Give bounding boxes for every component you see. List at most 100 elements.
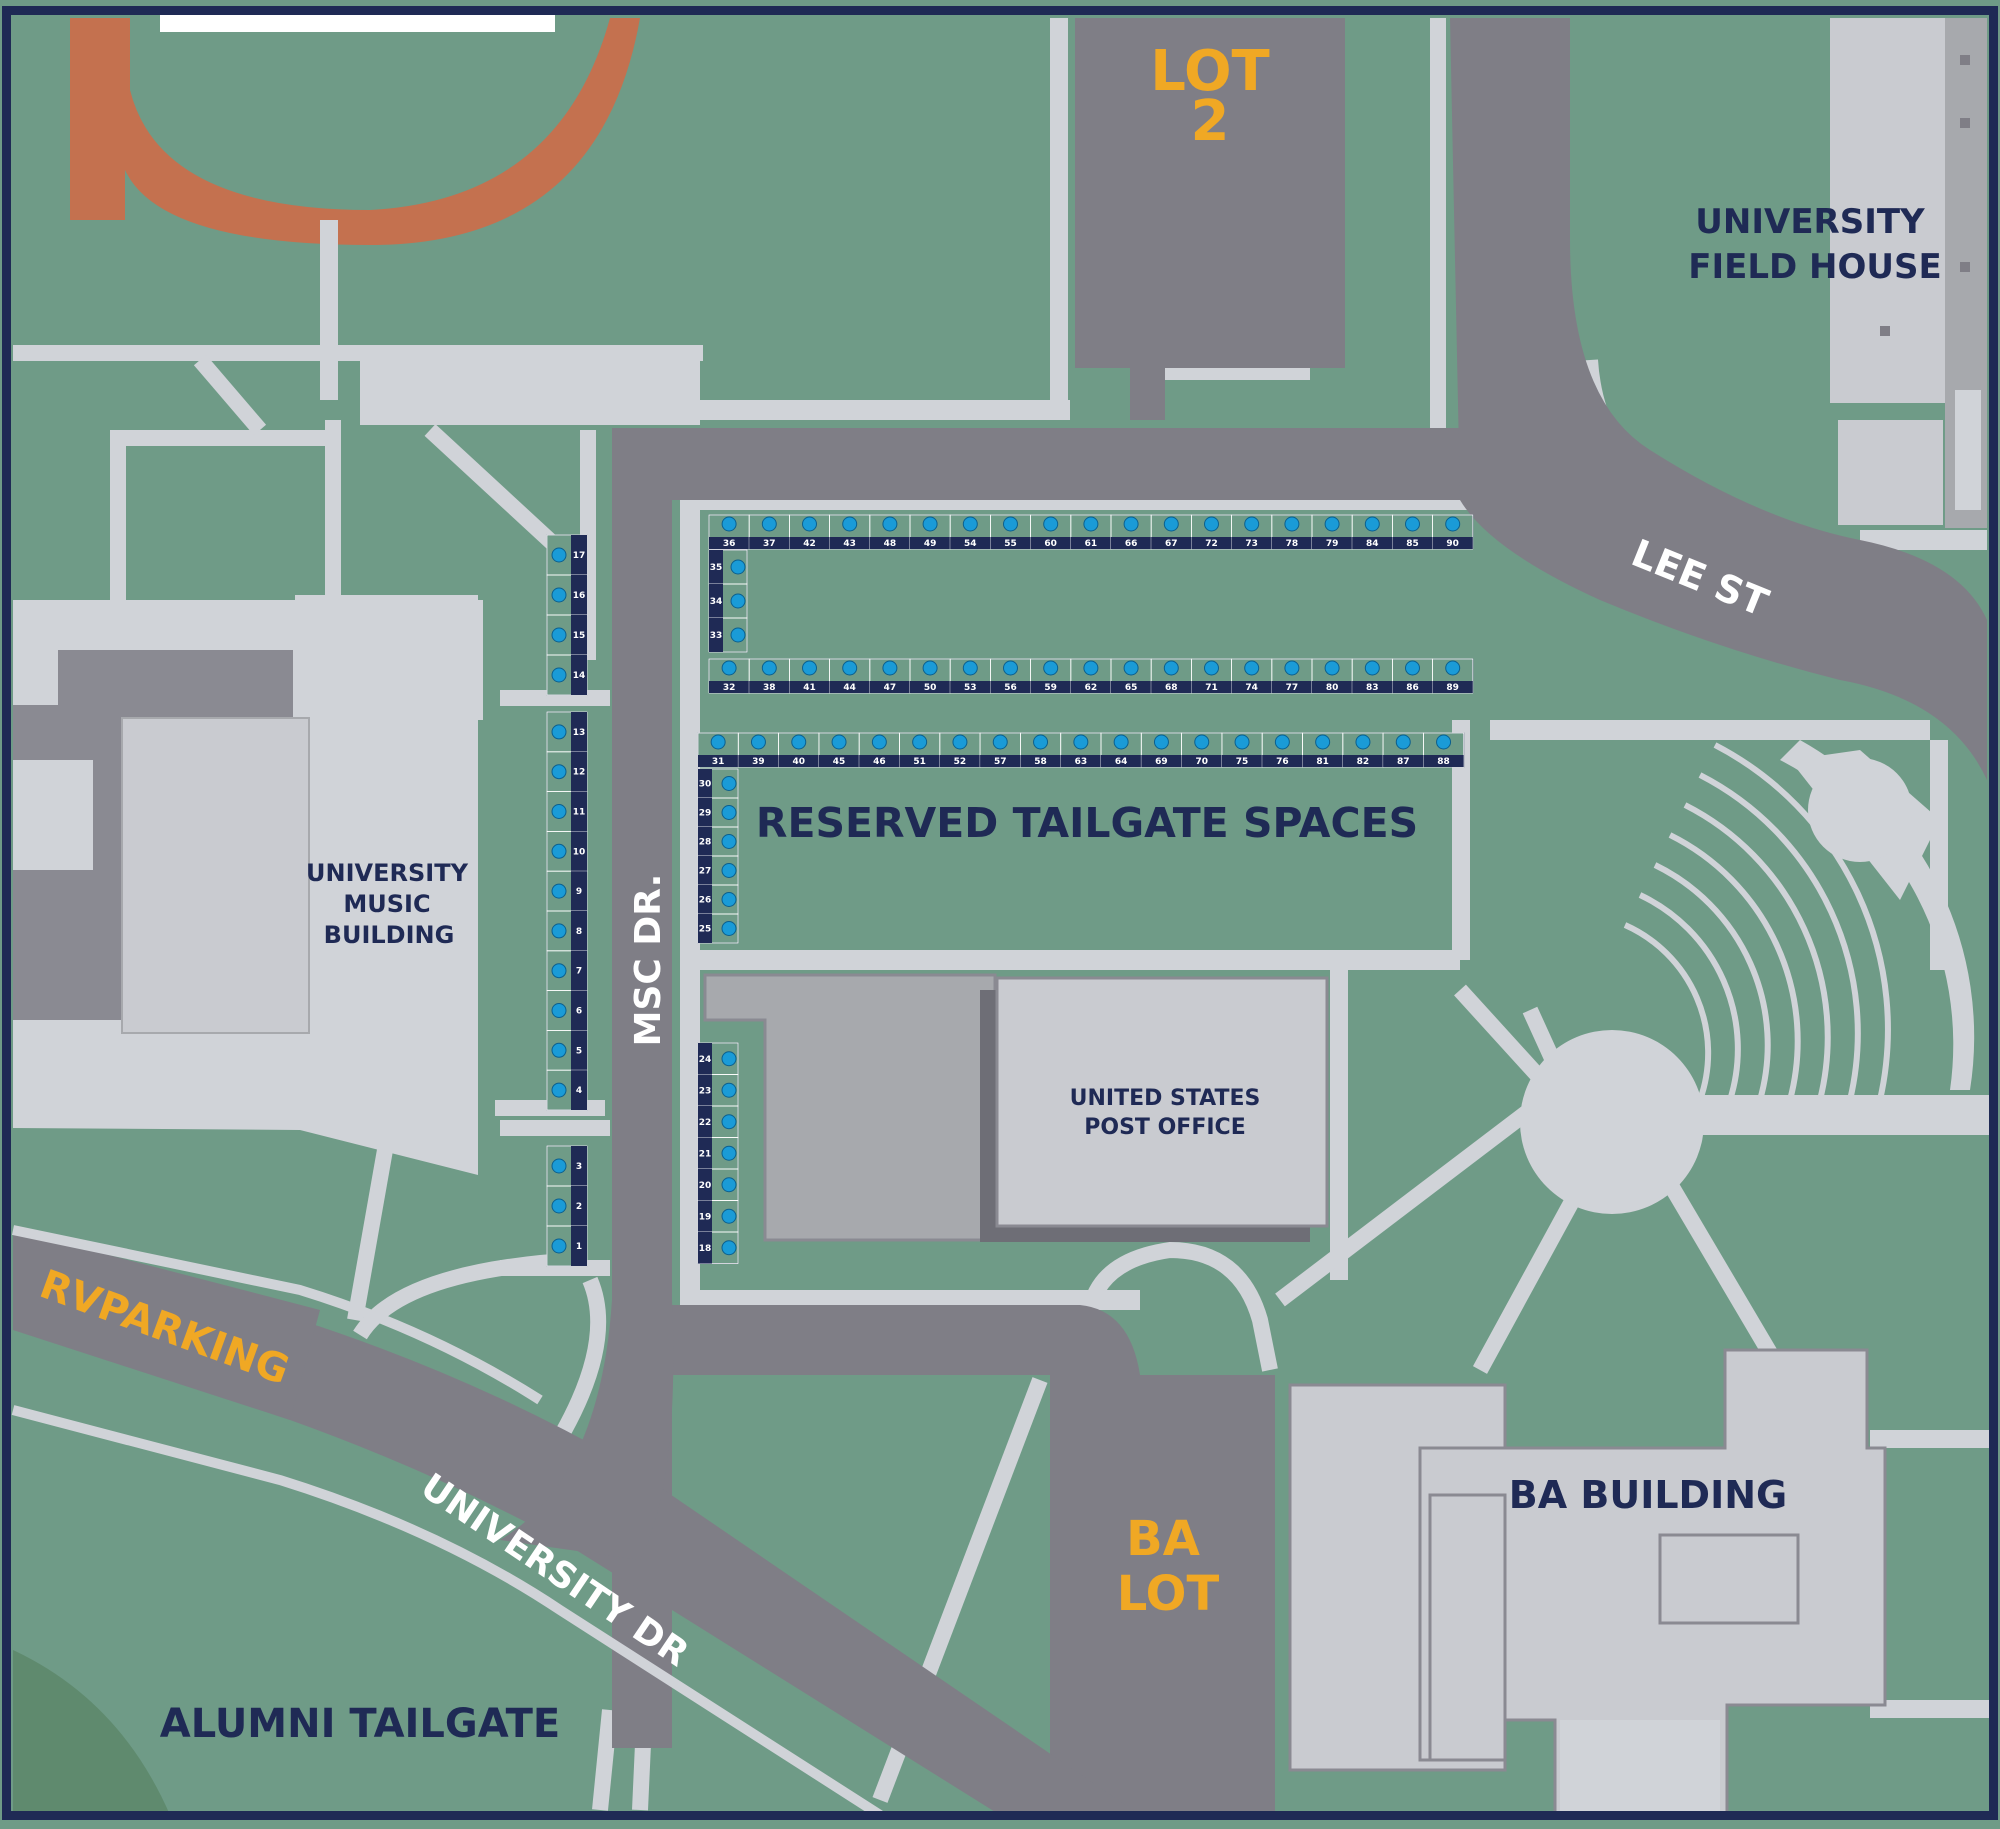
spot-marker-icon [1244,660,1260,676]
spot-number: 70 [1195,757,1208,767]
spot-number-strip [698,1074,712,1106]
spot-number-strip [698,1200,712,1232]
spot-number-strip [1101,755,1142,767]
spot-number-strip [829,681,870,693]
spot-number-strip [698,1169,712,1201]
spot-number-strip [869,681,910,693]
spot-marker-icon [721,834,737,849]
msc-dr-label: MSC DR. [628,874,669,1047]
spot-number: 22 [699,1118,712,1128]
spot-marker-icon [1436,734,1452,750]
spot-number-strip [698,798,712,827]
spot-marker-icon [1163,516,1179,532]
spot-number-strip [1151,537,1192,549]
spot-number: 90 [1446,539,1459,549]
spot-number-strip [1191,681,1232,693]
spot-number: 32 [723,683,736,693]
spot-number: 42 [803,539,816,549]
spot-number-strip [1262,755,1303,767]
spot-marker-icon [551,883,567,899]
spot-number-strip [869,537,910,549]
spot-number: 17 [573,551,586,561]
ba-lot [1050,1375,1275,1815]
spot-marker-icon [1445,660,1461,676]
spot-number-strip [698,755,739,767]
spot-number: 65 [1125,683,1138,693]
spot-number-strip [1030,681,1071,693]
spot-number: 36 [723,539,736,549]
spot-number-strip [1392,537,1433,549]
spot-marker-icon [721,1145,737,1161]
spot-number: 7 [576,967,582,977]
spot-number: 54 [964,539,977,549]
spot-marker-icon [1284,516,1300,532]
spot-number: 26 [699,896,712,906]
post-office-label-line1: UNITED STATES [1070,1086,1261,1111]
spot-marker-icon [1395,734,1411,750]
spot-marker-icon [551,587,567,603]
spot-number: 3 [576,1162,582,1172]
spot-number-strip [1111,537,1152,549]
spot-number-strip [1141,755,1182,767]
spot-marker-icon [1083,516,1099,532]
post-office [703,973,1329,1242]
spot-marker-icon [721,1240,737,1256]
spot-number-strip [571,1226,587,1266]
spot-number: 77 [1286,683,1299,693]
spot-number: 45 [833,757,846,767]
spot-number: 2 [576,1202,582,1212]
spot-marker-icon [721,892,737,907]
spot-marker-icon [721,1051,737,1067]
spot-number-strip [1271,681,1312,693]
spot-number: 10 [573,847,586,857]
spot-number: 14 [573,671,586,681]
spot-marker-icon [952,734,968,750]
spot-number-strip [789,537,830,549]
spot-number-strip [1423,755,1464,767]
reserved-tailgate-label: RESERVED TAILGATE SPACES [756,799,1418,847]
spot-marker-icon [721,516,737,532]
spot-number: 6 [576,1007,582,1017]
spot-number-strip [1312,537,1353,549]
spot-number-strip [571,871,587,911]
spot-number: 51 [913,757,926,767]
spot-number-strip [1312,681,1353,693]
spot-number: 67 [1165,539,1178,549]
spot-number: 5 [576,1046,582,1056]
spot-number: 59 [1044,683,1057,693]
spot-marker-icon [551,1158,567,1174]
spot-marker-icon [551,1082,567,1098]
road-edge-walks [11,18,1445,1820]
spot-marker-icon [721,921,737,936]
spot-marker-icon [1274,734,1290,750]
spot-number: 47 [884,683,897,693]
spot-number-strip [749,681,790,693]
spot-number: 37 [763,539,776,549]
spot-number: 72 [1205,539,1218,549]
spot-number-strip [1302,755,1343,767]
spot-marker-icon [551,1003,567,1018]
spot-number: 64 [1115,757,1128,767]
spot-number: 55 [1004,539,1017,549]
spot-marker-icon [551,843,567,859]
spot-number: 29 [699,809,712,819]
spot-number: 63 [1075,757,1088,767]
music-building-label-line3: BUILDING [324,921,455,949]
ba-building-label: BA BUILDING [1509,1473,1787,1517]
spot-number-strip [571,911,587,951]
spot-marker-icon [551,627,567,643]
spot-marker-icon [802,516,817,532]
spot-number: 48 [884,539,897,549]
spot-number: 57 [994,757,1007,767]
spot-marker-icon [721,1114,737,1130]
spot-number: 75 [1236,757,1249,767]
spot-marker-icon [1163,660,1179,676]
spot-number-strip [990,537,1031,549]
spot-marker-icon [1073,734,1089,750]
spot-number: 25 [699,925,712,935]
spot-marker-icon [1405,660,1420,676]
spot-number: 44 [843,683,856,693]
spot-number: 41 [803,683,816,693]
spot-number-strip [571,712,587,752]
spot-marker-icon [842,660,858,676]
